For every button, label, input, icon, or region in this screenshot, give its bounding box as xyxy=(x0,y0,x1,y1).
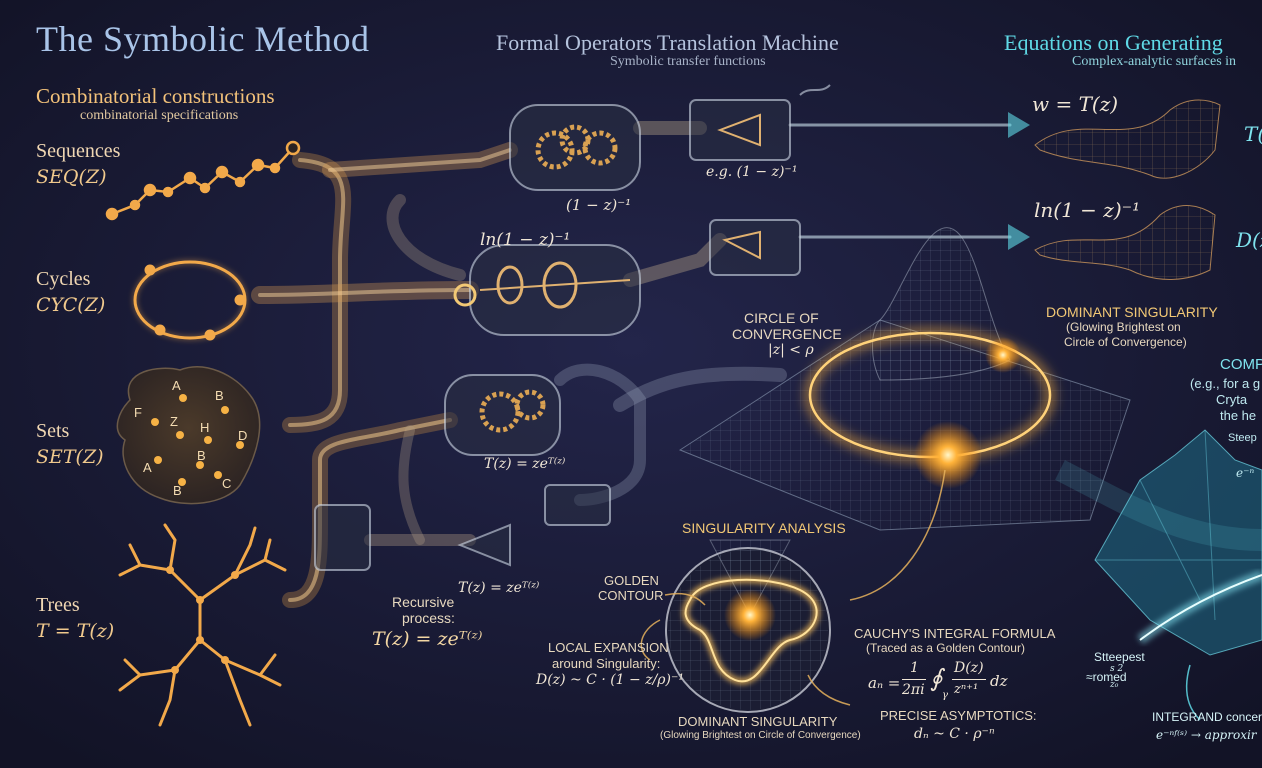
trees-formula: T = T(z) xyxy=(36,620,115,642)
seq-operator-label: (1 − z)⁻¹ xyxy=(566,196,632,214)
sets-formula: SET(Z) xyxy=(36,446,104,468)
cauchy-frac-num: 1 xyxy=(910,660,919,676)
cycles-formula: CYC(Z) xyxy=(36,294,106,316)
local-expansion-label-2: around Singularity: xyxy=(552,656,661,671)
set-letter: F xyxy=(134,405,142,420)
machine-cyc xyxy=(453,219,801,336)
recursive-label-1: Recursive xyxy=(392,594,455,610)
annotation-arrows xyxy=(640,469,1201,721)
sequences-label: Sequences xyxy=(36,140,121,162)
circle-label-2: CONVERGENCE xyxy=(732,326,842,342)
trees-label: Trees xyxy=(36,594,80,616)
seq-surface-equation: w = T(z) xyxy=(1032,92,1119,116)
dominant-singularity-title: DOMINANT SINGULARITY xyxy=(1046,304,1218,320)
translation-title: Formal Operators Translation Machine xyxy=(496,30,839,55)
sequence-chain-icon xyxy=(105,140,301,221)
steep-label: Steep xyxy=(1228,432,1257,444)
set-letter: B xyxy=(215,388,224,403)
dominant-singularity-2-sub: (Glowing Brightest on Circle of Converge… xyxy=(660,730,861,741)
equations-subtitle: Complex-analytic surfaces in xyxy=(1072,54,1237,69)
tree-operator-label-2: T(z) = zeᵀ⁽ᶻ⁾ xyxy=(458,580,540,596)
seq-example-label: e.g. (1 − z)⁻¹ xyxy=(706,164,798,180)
set-letter: A xyxy=(172,378,181,393)
asymptotics-formula: dₙ ~ C · ρ⁻ⁿ xyxy=(914,726,995,742)
integrand-label: INTEGRAND concer xyxy=(1152,710,1262,724)
cauchy-dz: dz xyxy=(990,672,1008,690)
circle-condition: |z| < ρ xyxy=(768,342,814,358)
comp-label-2: (e.g., for a g xyxy=(1190,376,1261,391)
set-letter: A xyxy=(143,460,152,475)
sets-label: Sets xyxy=(36,420,70,442)
cycle-ring-icon xyxy=(133,260,247,341)
cauchy-frac-bar xyxy=(902,679,926,680)
cauchy-int-den: zⁿ⁺¹ xyxy=(954,682,979,697)
constructions-subtitle: combinatorial specifications xyxy=(80,108,239,123)
page-title: The Symbolic Method xyxy=(36,19,370,59)
comp-label-3: Cryta xyxy=(1216,392,1248,407)
dominant-singularity-sub-2: Circle of Convergence) xyxy=(1064,335,1187,349)
crystal-mountain xyxy=(1055,429,1262,656)
set-letter: D xyxy=(238,428,248,443)
seq-surface-side: T( xyxy=(1244,122,1262,146)
cauchy-lhs: aₙ = xyxy=(868,674,901,692)
complex-surface xyxy=(678,227,1131,531)
set-letter: C xyxy=(222,476,232,491)
machine-seq xyxy=(509,84,831,191)
comp-label-1: COMP xyxy=(1220,356,1262,373)
cauchy-int-bar xyxy=(952,679,986,680)
cyc-operator-label: ln(1 − z)⁻¹ xyxy=(480,230,571,250)
singularity-analysis-lens xyxy=(665,539,831,713)
frac-bot: z₀ xyxy=(1110,680,1119,690)
recursive-formula: T(z) = zeᵀ⁽ᶻ⁾ xyxy=(372,628,483,650)
asymptotics-title: PRECISE ASYMPTOTICS: xyxy=(880,708,1037,723)
equations-title: Equations on Generating xyxy=(1004,30,1223,55)
comp-label-4: the he xyxy=(1220,408,1257,423)
cauchy-title: CAUCHY'S INTEGRAL FORMULA xyxy=(854,626,1056,641)
set-letter: H xyxy=(200,420,210,435)
set-blob-icon xyxy=(116,366,261,505)
constructions-title: Combinatorial constructions xyxy=(36,84,275,108)
circle-label-1: CIRCLE OF xyxy=(744,310,819,326)
dominant-singularity-2-title: DOMINANT SINGULARITY xyxy=(678,714,838,729)
tree-operator-label: T(z) = zeᵀ⁽ᶻ⁾ xyxy=(484,456,566,472)
cyc-surface-equation: ln(1 − z)⁻¹ xyxy=(1034,198,1141,222)
romed-label: ≈romed xyxy=(1086,670,1127,684)
sequences-formula: SEQ(Z) xyxy=(36,166,107,188)
machine-tree xyxy=(314,374,611,571)
surface-seq xyxy=(1034,99,1221,179)
exp-label: e⁻ⁿ xyxy=(1236,466,1255,480)
cauchy-integral-sign: ∮ xyxy=(930,664,943,692)
surface-cyc xyxy=(1034,205,1216,280)
translation-subtitle: Symbolic transfer functions xyxy=(610,54,766,69)
local-expansion-formula: D(z) ~ C · (1 − z/ρ)⁻¹ xyxy=(536,672,685,688)
local-expansion-label-1: LOCAL EXPANSION xyxy=(548,640,669,655)
cyc-surface-side: D(z xyxy=(1236,228,1262,252)
tree-branch-icon xyxy=(118,523,287,727)
cauchy-gamma: γ xyxy=(942,690,948,701)
cycles-label: Cycles xyxy=(36,268,91,290)
golden-contour-label-2: CONTOUR xyxy=(598,588,664,603)
dominant-singularity-sub-1: (Glowing Brightest on xyxy=(1066,320,1181,334)
cauchy-subtitle: (Traced as a Golden Contour) xyxy=(866,641,1025,655)
set-letter: B xyxy=(173,483,182,498)
approx-label: e⁻ⁿᶠ⁽ˢ⁾ → approxir xyxy=(1156,728,1257,742)
set-letter: Z xyxy=(170,414,178,429)
frac-top: s 2 xyxy=(1110,664,1124,674)
set-letter: B xyxy=(197,448,206,463)
steepest-label: Stteepest xyxy=(1094,650,1145,664)
singularity-analysis-title: SINGULARITY ANALYSIS xyxy=(682,520,846,536)
cauchy-int-num: D(z) xyxy=(954,660,984,676)
cauchy-frac-den: 2πi xyxy=(902,682,925,698)
recursive-label-2: process: xyxy=(402,610,455,626)
golden-contour-label-1: GOLDEN xyxy=(604,573,659,588)
